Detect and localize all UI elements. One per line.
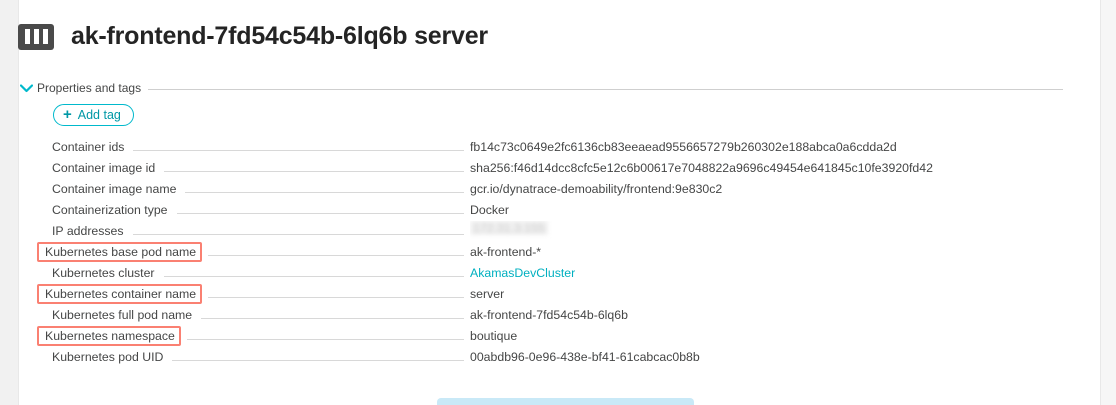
property-key-cell: Container ids [50, 138, 470, 156]
property-key: Container ids [52, 139, 125, 154]
property-value-redacted: 172.31.3.155 [470, 221, 548, 235]
property-row: Containerization type Docker [50, 199, 1060, 220]
content-panel [18, 0, 1101, 405]
leader-line [172, 360, 464, 361]
add-tag-label: Add tag [77, 108, 121, 122]
leader-line [164, 171, 464, 172]
properties-and-tags-section-header[interactable]: Properties and tags [18, 80, 1063, 96]
property-row: Kubernetes full pod name ak-frontend-7fd5… [50, 304, 1060, 325]
leader-line [201, 318, 464, 319]
leader-line [186, 339, 464, 340]
properties-table: Container ids fb14c73c0649e2fc6136cb83eea… [37, 136, 1060, 367]
property-row: Kubernetes container name server [37, 283, 1060, 304]
section-label: Properties and tags [37, 81, 142, 95]
leader-line [208, 255, 464, 256]
property-key-cell: Kubernetes cluster [50, 264, 470, 282]
leader-line [163, 276, 464, 277]
property-row: Kubernetes pod UID 00abdb96-0e96-438e-bf4… [50, 346, 1060, 367]
leader-line [208, 297, 464, 298]
property-row: Container ids fb14c73c0649e2fc6136cb83eea… [50, 136, 1060, 157]
property-key: Kubernetes full pod name [52, 307, 193, 322]
leader-line [132, 234, 464, 235]
property-key-cell: Kubernetes container name [37, 283, 470, 304]
property-key-cell: Kubernetes base pod name [37, 241, 470, 262]
page-header: ak-frontend-7fd54c54b-6lq6b server [18, 22, 488, 51]
property-key-cell: Kubernetes pod UID [50, 348, 470, 366]
property-key-highlighted: Kubernetes namespace [37, 325, 181, 346]
property-row: Kubernetes namespace boutique [37, 325, 1060, 346]
property-value: Docker [470, 202, 509, 217]
property-value: boutique [470, 328, 518, 343]
property-value: gcr.io/dynatrace-demoability/frontend:9e… [470, 181, 723, 196]
property-key-cell: Container image name [50, 180, 470, 198]
property-key: Containerization type [52, 202, 168, 217]
property-key-highlighted: Kubernetes container name [37, 283, 203, 304]
property-value: ak-frontend-7fd54c54b-6lq6b [470, 307, 628, 322]
add-tag-button[interactable]: + Add tag [53, 104, 134, 126]
property-value-link[interactable]: AkamasDevCluster [470, 265, 576, 280]
property-value: sha256:f46d14dcc8cfc5e12c6b00617e7048822… [470, 160, 933, 175]
property-value: ak-frontend-* [470, 244, 542, 259]
property-value: fb14c73c0649e2fc6136cb83eeaead9556657279… [470, 139, 897, 154]
container-server-icon [18, 23, 54, 50]
property-row: Container image id sha256:f46d14dcc8cfc5e… [50, 157, 1060, 178]
property-key-highlighted: Kubernetes base pod name [37, 241, 203, 262]
property-key-cell: Container image id [50, 159, 470, 177]
property-key: Container image id [52, 160, 156, 175]
plus-icon: + [63, 105, 72, 123]
property-row: Kubernetes cluster AkamasDevCluster [50, 262, 1060, 283]
property-key-cell: IP addresses [50, 222, 470, 240]
property-key-cell: Kubernetes namespace [37, 325, 470, 346]
property-key: Kubernetes pod UID [52, 349, 164, 364]
section-divider [148, 89, 1063, 90]
right-gutter [1101, 0, 1116, 405]
property-row: Kubernetes base pod name ak-frontend-* [37, 241, 1060, 262]
chevron-down-icon[interactable] [18, 80, 34, 96]
page-title: ak-frontend-7fd54c54b-6lq6b server [71, 22, 488, 50]
property-value: 00abdb96-0e96-438e-bf41-61cabcac0b8b [470, 349, 700, 364]
property-row: Container image name gcr.io/dynatrace-dem… [50, 178, 1060, 199]
leader-line [185, 192, 464, 193]
property-row: IP addresses 172.31.3.155 [50, 220, 1060, 241]
left-gutter [0, 0, 18, 405]
property-key-cell: Kubernetes full pod name [50, 306, 470, 324]
leader-line [133, 150, 464, 151]
property-value-cell: 172.31.3.155 [470, 221, 1030, 240]
property-value: server [470, 286, 505, 301]
loading-progress-bar [437, 398, 694, 405]
property-key: Kubernetes cluster [52, 265, 155, 280]
property-key: IP addresses [52, 223, 124, 238]
leader-line [176, 213, 464, 214]
property-key: Container image name [52, 181, 177, 196]
property-key-cell: Containerization type [50, 201, 470, 219]
